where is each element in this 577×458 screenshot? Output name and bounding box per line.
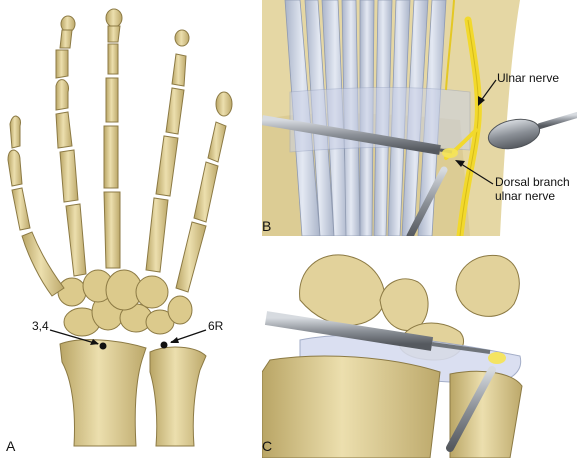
- label-dorsal-branch-line2: ulnar nerve: [495, 189, 556, 203]
- ulna-bone: [149, 346, 207, 447]
- panel-b-letter: B: [262, 218, 272, 234]
- label-portal-3-4: 3,4: [32, 319, 49, 333]
- arthroscope-instrument-b: [262, 115, 441, 155]
- probe-instrument-b: [406, 166, 448, 236]
- portal-marker-3-4: [99, 342, 107, 350]
- distal-radius-c: [262, 355, 441, 458]
- panel-c-lateral-anatomy: [262, 244, 577, 458]
- label-dorsal-branch-line1: Dorsal branch: [495, 175, 570, 189]
- label-ulnar-nerve: Ulnar nerve: [497, 71, 560, 85]
- portal-marker-6r: [160, 341, 168, 349]
- panel-c-letter: C: [262, 438, 273, 454]
- distal-ulna-c: [449, 370, 523, 458]
- panel-b-dorsal-anatomy: [262, 0, 577, 236]
- label-portal-6r: 6R: [208, 319, 224, 333]
- arthroscope-instrument-c: [264, 311, 434, 351]
- retractor-spoon: [487, 118, 541, 150]
- arrow-3-4: [49, 329, 99, 345]
- probe-instrument-c: [446, 366, 496, 452]
- finger-bones: [7, 8, 233, 297]
- carpal-bones: [57, 269, 193, 337]
- panel-a-letter: A: [6, 438, 16, 454]
- radius-bone: [59, 339, 147, 447]
- carpal-bones-c: [299, 254, 520, 361]
- panel-a-hand-skeleton: [7, 8, 233, 447]
- nerve-retractor-instrument: [537, 112, 577, 129]
